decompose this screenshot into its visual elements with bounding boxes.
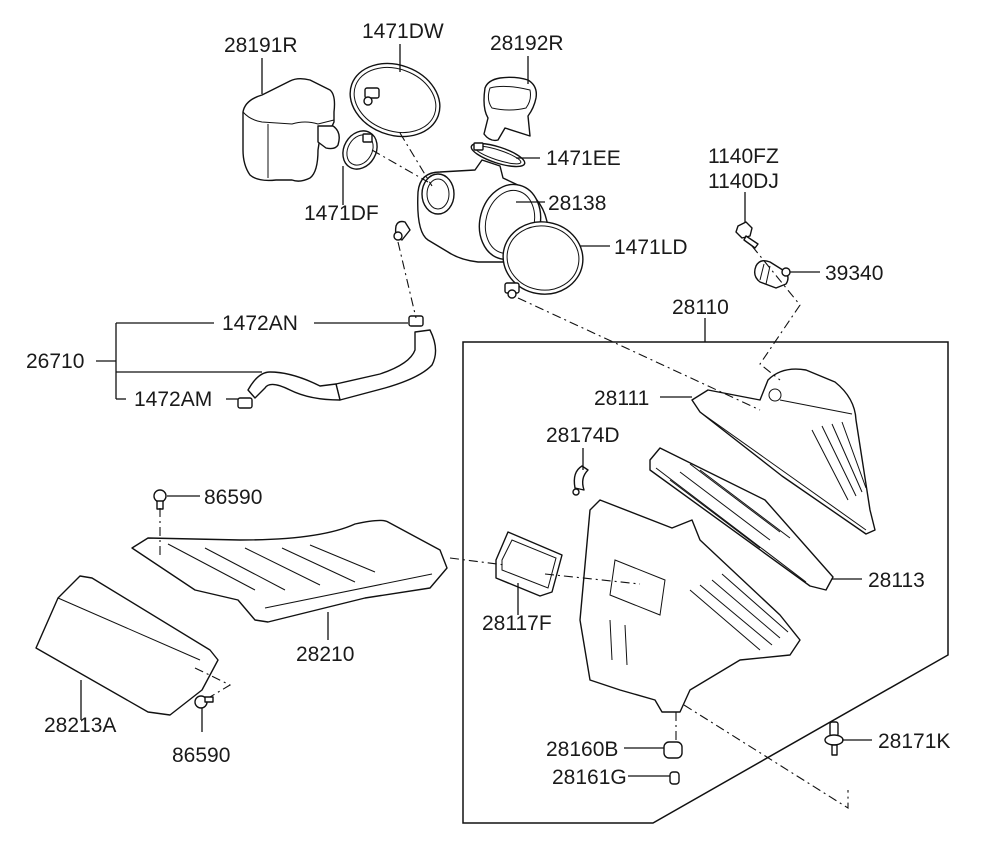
screw-86590-bottom[interactable]: [194, 695, 214, 709]
label-86590-bottom[interactable]: 86590: [172, 744, 230, 767]
label-28210[interactable]: 28210: [296, 643, 354, 666]
label-28138[interactable]: 28138: [548, 192, 606, 215]
label-28110[interactable]: 28110: [672, 296, 729, 319]
clamp-1472AM: [237, 397, 253, 409]
label-28174D[interactable]: 28174D: [546, 424, 620, 447]
label-1140DJ[interactable]: 1140DJ: [708, 170, 779, 193]
screw-86590-top[interactable]: [153, 489, 167, 510]
resonator-28191R[interactable]: [242, 78, 340, 182]
air-cleaner-cover-28111[interactable]: [691, 368, 876, 535]
gasket-28117F[interactable]: [495, 531, 563, 597]
label-86590-top[interactable]: 86590: [204, 486, 262, 509]
collar-28161G[interactable]: [669, 771, 680, 785]
label-26710[interactable]: 26710: [26, 350, 84, 373]
duct-28210[interactable]: [131, 519, 448, 623]
label-28192R[interactable]: 28192R: [490, 32, 564, 55]
bolt-1140FZ[interactable]: [735, 221, 759, 249]
label-28213A[interactable]: 28213A: [44, 714, 116, 737]
label-28161G[interactable]: 28161G: [552, 766, 627, 789]
label-1471DW[interactable]: 1471DW: [362, 20, 444, 43]
label-28160B[interactable]: 28160B: [546, 738, 618, 761]
guide-lines: [159, 132, 849, 809]
leader-lines: [80, 44, 872, 777]
cover-28213A[interactable]: [35, 575, 219, 716]
hose-26710[interactable]: [237, 315, 437, 409]
label-1472AM[interactable]: 1472AM: [134, 388, 212, 411]
label-28191R[interactable]: 28191R: [224, 34, 298, 57]
clamp-1471LD[interactable]: [497, 216, 588, 301]
label-28117F[interactable]: 28117F: [482, 612, 552, 635]
label-1472AN[interactable]: 1472AN: [222, 312, 298, 335]
filter-element-28113[interactable]: [649, 447, 834, 591]
insulator-28160B[interactable]: [663, 741, 683, 759]
assembly-frame: [462, 341, 949, 824]
label-1471DF[interactable]: 1471DF: [304, 202, 379, 225]
label-1471EE[interactable]: 1471EE: [546, 147, 621, 170]
clamp-1471DW[interactable]: [340, 51, 450, 148]
resonator-28192R[interactable]: [483, 76, 538, 142]
intake-hose-28138[interactable]: [393, 159, 549, 266]
sensor-39340[interactable]: [753, 259, 791, 289]
air-cleaner-body[interactable]: [579, 499, 801, 713]
label-28113[interactable]: 28113: [868, 569, 925, 592]
label-1140FZ[interactable]: 1140FZ: [708, 145, 779, 168]
label-28171K[interactable]: 28171K: [878, 730, 950, 753]
bolt-28171K[interactable]: [824, 721, 844, 756]
label-28111[interactable]: 28111: [594, 387, 649, 410]
clamp-1471EE[interactable]: [469, 139, 527, 172]
label-39340[interactable]: 39340: [825, 262, 883, 285]
label-1471LD[interactable]: 1471LD: [614, 236, 688, 259]
clamp-1471DF[interactable]: [336, 125, 384, 176]
clip-28174D[interactable]: [572, 465, 589, 496]
